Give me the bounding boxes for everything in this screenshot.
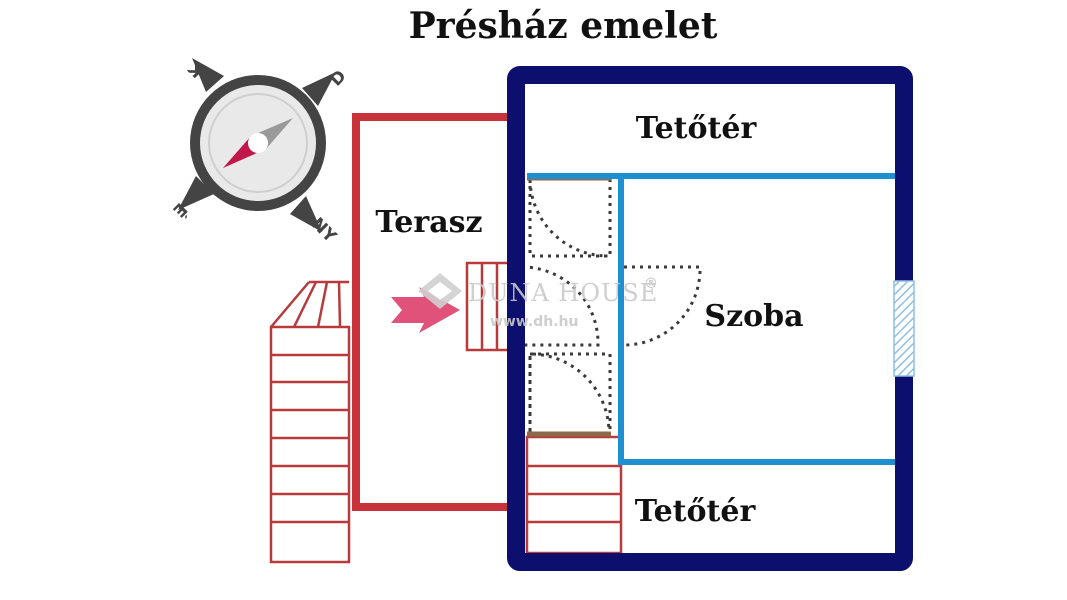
compass: K D NY É	[168, 57, 350, 247]
compass-point-ne	[302, 72, 336, 106]
terrace-wall	[352, 113, 518, 511]
compass-point-nw	[192, 58, 224, 92]
room-label-attic-bottom: Tetőtér	[635, 494, 757, 529]
outer-staircase	[269, 280, 351, 564]
compass-hub	[248, 133, 268, 153]
duna-house-logo-icon	[418, 273, 462, 309]
room-label-terrace: Terasz	[375, 205, 482, 240]
inner-staircase	[525, 435, 623, 555]
window	[893, 280, 915, 377]
watermark: DUNA HOUSE ® www.dh.hu	[418, 273, 658, 330]
watermark-brand: DUNA HOUSE	[468, 279, 658, 307]
watermark-url: www.dh.hu	[490, 314, 578, 330]
room-label-attic-top: Tetőtér	[636, 111, 758, 146]
compass-label-south: D	[326, 66, 350, 90]
compass-point-sw	[178, 176, 214, 210]
room-label-room: Szoba	[704, 299, 803, 334]
compass-point-se	[290, 196, 322, 232]
entrance-arrow	[391, 287, 460, 333]
watermark-registered: ®	[644, 276, 658, 292]
plan-title: Présház emelet	[409, 5, 718, 47]
room-walls	[527, 173, 897, 465]
